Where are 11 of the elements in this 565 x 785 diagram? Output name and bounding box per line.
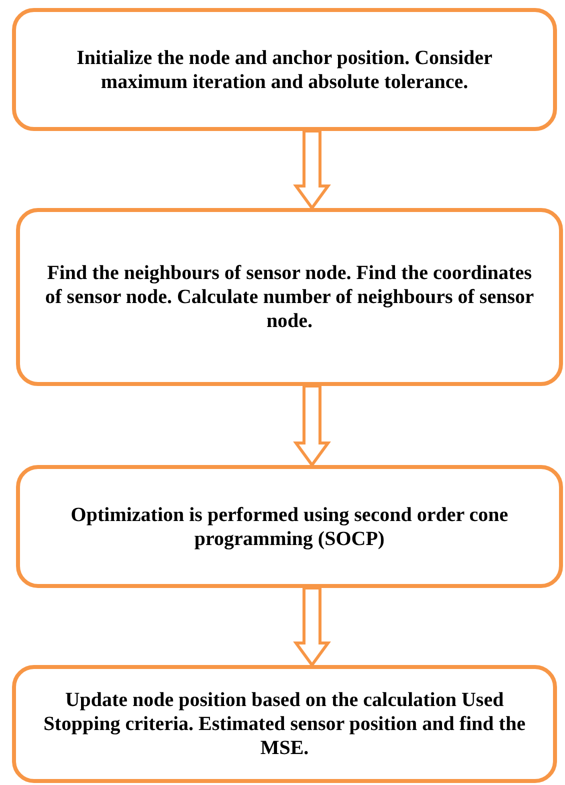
process-box	[16, 465, 563, 588]
step-text: Initialize the node and anchor position. Consider maximum iteration and absolute tolerance.	[76, 46, 494, 94]
process-box	[16, 208, 563, 386]
step-text: Update node position based on the calculation Used Stopping criteria. Estimated sensor position and find the MSE.	[42, 688, 526, 760]
step-text: Optimization is performed using second order cone programming (SOCP)	[70, 502, 510, 550]
step-text: Find the neighbours of sensor node. Find the coordinates of sensor node. Calculate number of neighbours of sensor node.	[44, 261, 535, 333]
process-box	[12, 665, 557, 783]
hollow-arrow	[293, 586, 331, 668]
hollow-arrow	[293, 130, 331, 211]
hollow-arrow	[293, 384, 331, 468]
process-box	[12, 8, 557, 131]
